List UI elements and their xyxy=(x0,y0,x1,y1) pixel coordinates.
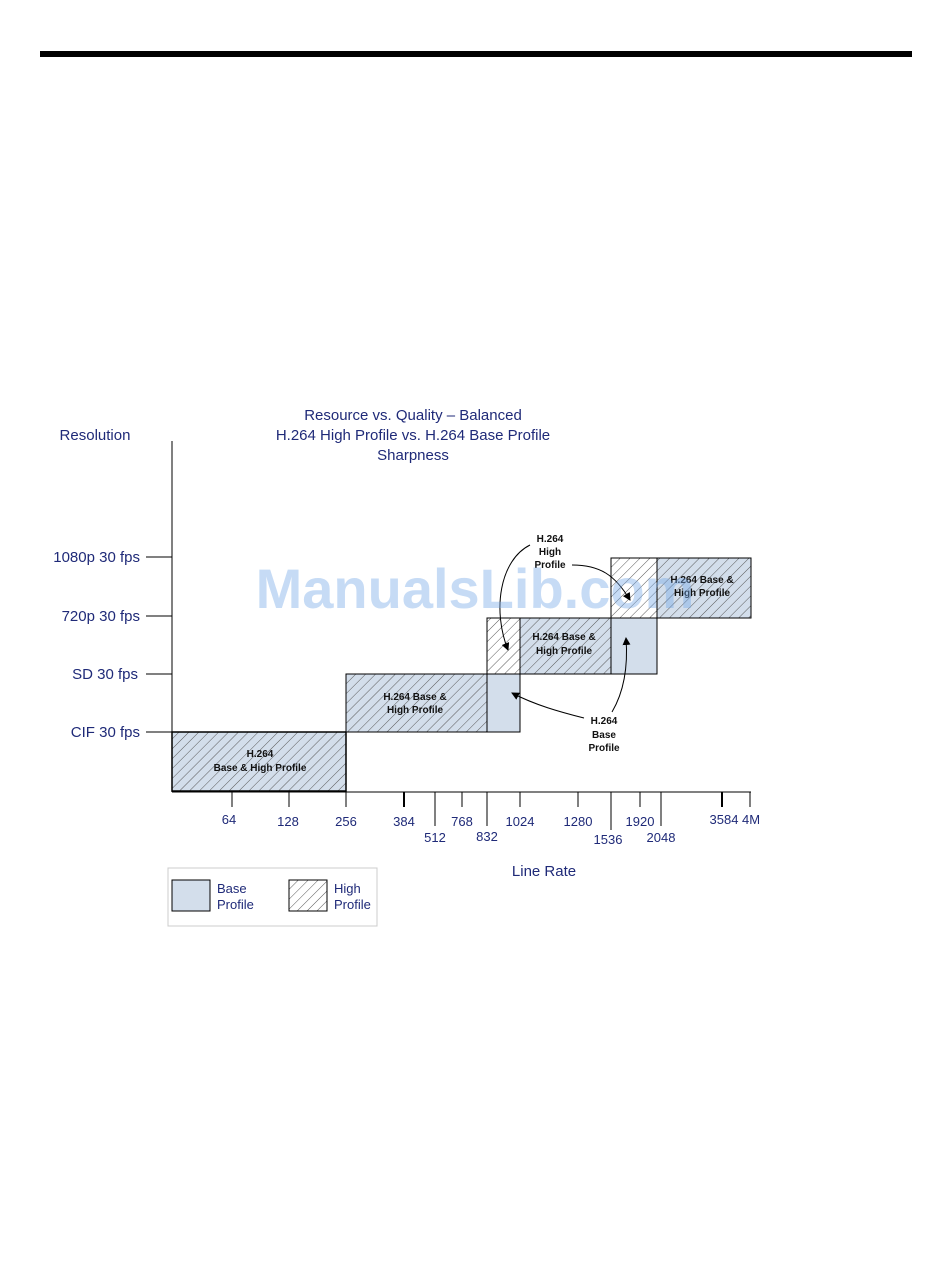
x-label-768: 768 xyxy=(451,814,473,829)
y-level-sd: SD 30 fps xyxy=(72,666,138,683)
hd720-high-lead xyxy=(486,617,521,675)
y-level-cif: CIF 30 fps xyxy=(71,724,140,741)
callout-high-line-1: H.264 xyxy=(537,534,564,545)
x-label-384: 384 xyxy=(393,814,415,829)
x-label-1024: 1024 xyxy=(506,814,535,829)
cif-block-high xyxy=(171,731,347,792)
hd1080-block-label-2: High Profile xyxy=(674,588,731,599)
legend-high-swatch xyxy=(288,879,328,912)
hd720-block-label-2: High Profile xyxy=(536,646,593,657)
x-label-128: 128 xyxy=(277,814,299,829)
x-label-1280: 1280 xyxy=(564,814,593,829)
sd-block-label-1: H.264 Base & xyxy=(383,692,446,703)
callout-base-line-1: H.264 xyxy=(591,716,618,727)
x-label-2048: 2048 xyxy=(647,830,676,845)
legend-base-line-2: Profile xyxy=(217,897,254,912)
legend-high-line-1: High xyxy=(334,881,361,896)
cif-block-label-2: Base & High Profile xyxy=(214,763,307,774)
x-label-64: 64 xyxy=(222,812,236,827)
hd1080-block-high xyxy=(656,557,752,619)
callout-high-line-3: Profile xyxy=(534,560,566,571)
sd-block-high xyxy=(345,673,488,733)
y-level-720p: 720p 30 fps xyxy=(62,608,140,625)
callout-high-arrow-left xyxy=(499,544,531,651)
callout-high-line-2: High xyxy=(539,547,561,558)
x-label-832: 832 xyxy=(476,829,498,844)
callout-base-bg xyxy=(582,712,626,754)
y-axis-label: Resolution xyxy=(60,427,131,444)
sd-base-extension xyxy=(486,673,521,733)
legend-base-swatch xyxy=(171,879,211,912)
x-label-512: 512 xyxy=(424,830,446,845)
title-line-1: Resource vs. Quality – Balanced xyxy=(304,407,522,424)
y-level-1080p: 1080p 30 fps xyxy=(53,549,140,566)
x-label-1920: 1920 xyxy=(626,814,655,829)
callout-high-bg xyxy=(528,530,572,574)
sd-block-label-2: High Profile xyxy=(387,705,444,716)
callout-base-line-2: Base xyxy=(592,730,616,741)
hd720-block-high xyxy=(519,617,612,675)
callout-base-line-3: Profile xyxy=(588,743,620,754)
top-rule xyxy=(40,51,912,57)
callout-base-arrow-left xyxy=(511,692,585,719)
x-label-1536: 1536 xyxy=(594,832,623,847)
cif-block-label-1: H.264 xyxy=(247,749,274,760)
x-label-4m: 4M xyxy=(742,812,760,827)
title-line-2: H.264 High Profile vs. H.264 Base Profil… xyxy=(276,427,550,444)
hd1080-block-label-1: H.264 Base & xyxy=(670,575,733,586)
hd1080-high-lead xyxy=(610,557,658,619)
x-ticks xyxy=(231,792,751,830)
callout-base-arrow-right xyxy=(611,637,631,713)
legend-high-line-2: Profile xyxy=(334,897,371,912)
hd720-block-label-1: H.264 Base & xyxy=(532,632,595,643)
title-line-3: Sharpness xyxy=(377,447,449,464)
legend-base-line-1: Base xyxy=(217,881,247,896)
x-axis-label: Line Rate xyxy=(512,863,576,880)
x-label-3584: 3584 xyxy=(710,812,739,827)
callout-high-arrow-right xyxy=(571,564,631,601)
hd720-base-extension xyxy=(610,617,658,675)
x-label-256: 256 xyxy=(335,814,357,829)
